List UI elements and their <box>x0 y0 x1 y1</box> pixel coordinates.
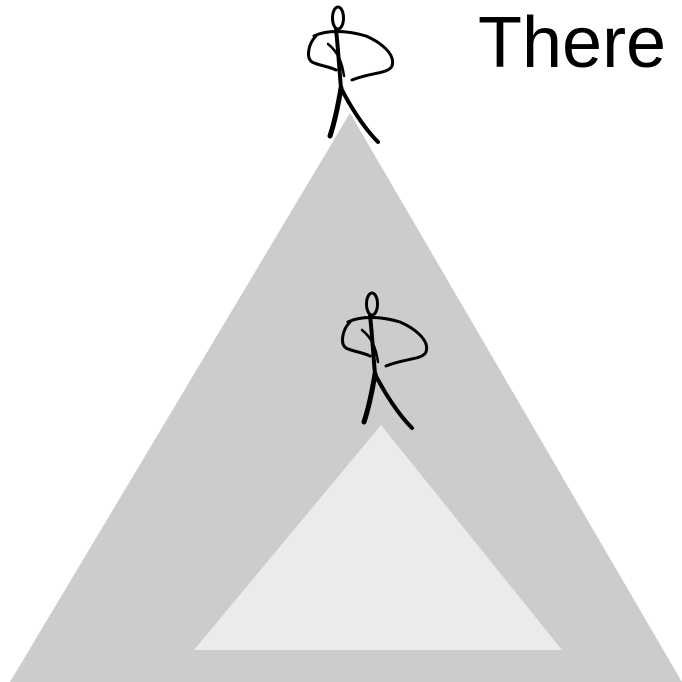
slide-heading: There <box>478 0 666 86</box>
